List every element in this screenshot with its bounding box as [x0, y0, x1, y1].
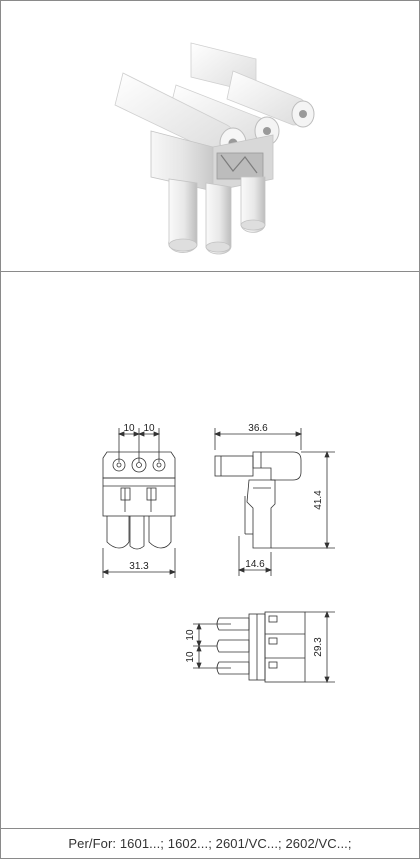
side-height-label: 41.4 [313, 490, 324, 510]
product-illustration [114, 42, 315, 255]
bottom-pitch-upper-label: 10 [185, 629, 196, 641]
side-length-label: 36.6 [248, 423, 268, 434]
technical-drawing-panel: 10 10 31.3 36.6 14.6 41.4 10 10 29.3 [1, 272, 419, 829]
front-width-label: 31.3 [129, 561, 149, 572]
front-pitch-right-label: 10 [143, 423, 155, 434]
product-photo-panel [1, 1, 419, 272]
footer-panel: Per/For: 1601...; 1602...; 2601/VC...; 2… [1, 829, 419, 858]
dimension-drawing: 10 10 31.3 36.6 14.6 41.4 10 10 29.3 [101, 423, 335, 684]
bottom-pitch-lower-label: 10 [185, 651, 196, 663]
bottom-overall-label: 29.3 [313, 637, 324, 657]
side-view [213, 428, 335, 576]
side-depth-label: 14.6 [245, 559, 265, 570]
front-pitch-left-label: 10 [123, 423, 135, 434]
compatibility-caption: Per/For: 1601...; 1602...; 2601/VC...; 2… [68, 836, 352, 851]
front-view [101, 428, 177, 578]
bottom-view [193, 610, 335, 684]
